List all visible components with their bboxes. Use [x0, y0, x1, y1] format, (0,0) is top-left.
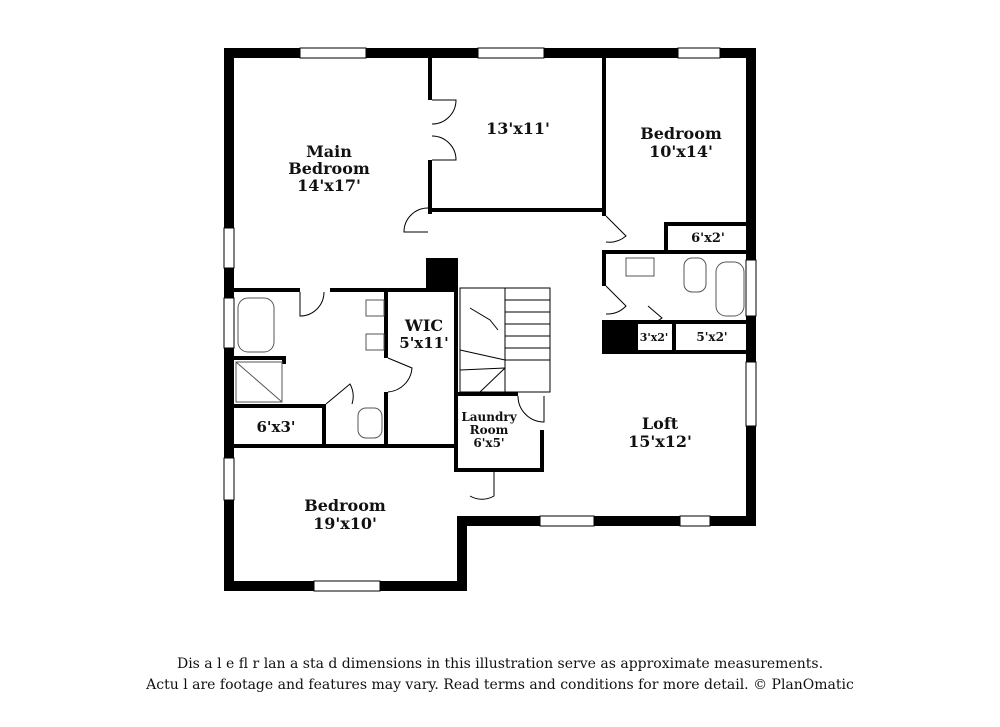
disclaimer-line2: Actu l are footage and features may vary…: [146, 677, 854, 693]
bath-fixtures: [235, 257, 745, 439]
main-bedroom-name-line1: Main: [306, 142, 352, 161]
bedroom-ne-name: Bedroom: [640, 124, 722, 143]
bedroom-ne-dims: 10'x14': [649, 142, 713, 161]
laundry-dims: 6'x5': [473, 436, 504, 450]
interior-walls: [234, 58, 746, 472]
closet-5x2-dims: 5'x2': [696, 330, 727, 344]
room-13x11-dims: 13'x11': [486, 119, 550, 138]
laundry-name-line2: Room: [470, 423, 509, 437]
main-bedroom-name-line2: Bedroom: [288, 159, 370, 178]
main-bedroom-dims: 14'x17': [297, 176, 361, 195]
bedroom-sw-name: Bedroom: [304, 496, 386, 515]
staircase: [459, 287, 551, 393]
laundry-name-line1: Laundry: [461, 410, 517, 424]
doors: [299, 99, 663, 500]
closet-3x2-dims: 3'x2': [640, 331, 669, 344]
wic-dims: 5'x11': [399, 334, 448, 352]
closet-6x3-dims: 6'x3': [256, 418, 295, 436]
wic-name: WIC: [404, 316, 443, 335]
disclaimer-line1: Dis a l e fl r lan a sta d dimensions in…: [176, 656, 824, 672]
windows: [223, 47, 757, 592]
closet-6x2-dims: 6'x2': [691, 231, 725, 246]
loft-dims: 15'x12': [628, 432, 692, 451]
room-labels: Main Bedroom 14'x17' 13'x11' Bedroom 10'…: [256, 119, 727, 533]
loft-name: Loft: [642, 414, 679, 433]
bedroom-sw-dims: 19'x10': [313, 514, 377, 533]
